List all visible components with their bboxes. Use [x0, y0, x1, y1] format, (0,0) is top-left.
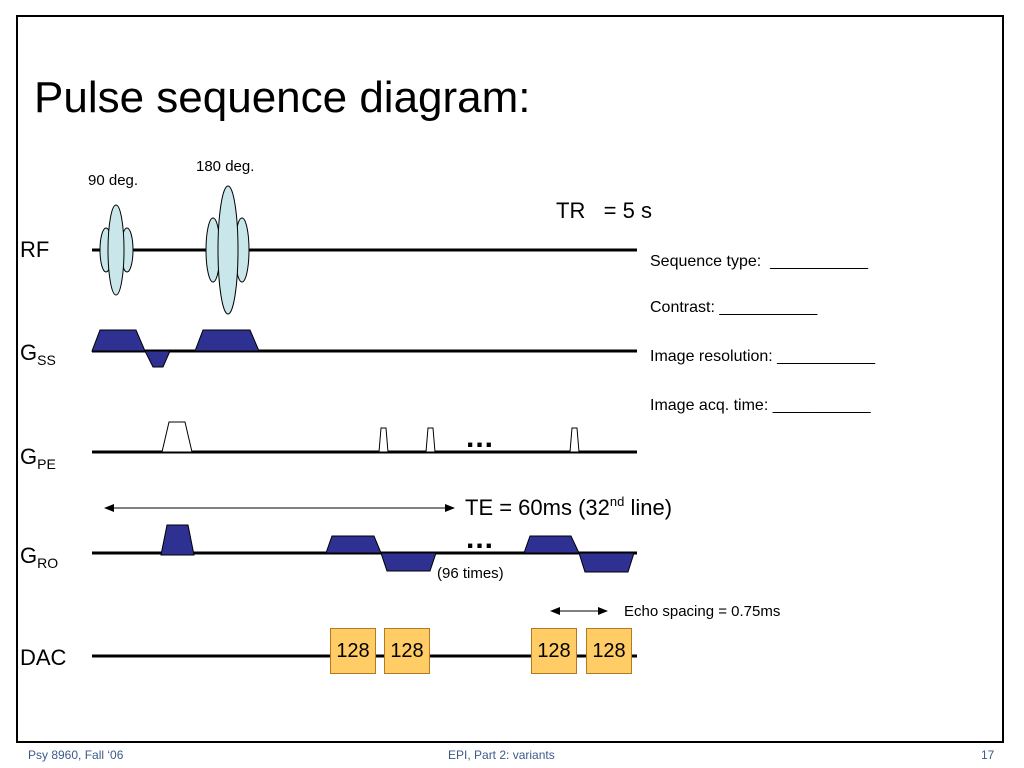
slide-title: Pulse sequence diagram:	[34, 73, 531, 122]
gss-gradients	[91, 329, 260, 368]
sequence-type-field: Sequence type: ___________	[650, 253, 868, 270]
tr-label: TR = 5 s	[556, 198, 652, 223]
gro-axis-label: GRO	[20, 543, 59, 571]
image-acq-time-field: Image acq. time: ___________	[650, 397, 871, 414]
te-label: TE = 60ms (32nd line)	[465, 494, 673, 520]
echo-spacing-label: Echo spacing = 0.75ms	[624, 603, 781, 620]
rf-pulse-90	[99, 204, 134, 296]
footer-page-number: 17	[981, 748, 995, 762]
gro-ellipsis: ...	[466, 522, 495, 555]
dac-axis-label: DAC	[20, 645, 67, 670]
gss-axis-label: GSS	[20, 340, 56, 368]
gpe-axis-label: GPE	[20, 444, 56, 472]
gro-gradients	[160, 524, 635, 573]
gpe-ellipsis: ...	[466, 421, 495, 454]
rf-pulse-180	[205, 185, 250, 315]
dac-box: 128	[531, 628, 577, 674]
dac-box: 128	[384, 628, 430, 674]
rf-180-label: 180 deg.	[196, 158, 255, 175]
rf-90-label: 90 deg.	[88, 172, 139, 189]
dac-box: 128	[586, 628, 632, 674]
contrast-field: Contrast: ___________	[650, 299, 818, 316]
slide-frame	[16, 15, 1004, 743]
footer-course: Psy 8960, Fall ‘06	[28, 748, 124, 762]
dac-box: 128	[330, 628, 376, 674]
footer-topic: EPI, Part 2: variants	[448, 748, 555, 762]
rf-axis-label: RF	[20, 237, 50, 262]
gpe-gradients	[161, 421, 580, 453]
repeat-note: (96 times)	[437, 565, 504, 582]
image-resolution-field: Image resolution: ___________	[650, 348, 876, 365]
